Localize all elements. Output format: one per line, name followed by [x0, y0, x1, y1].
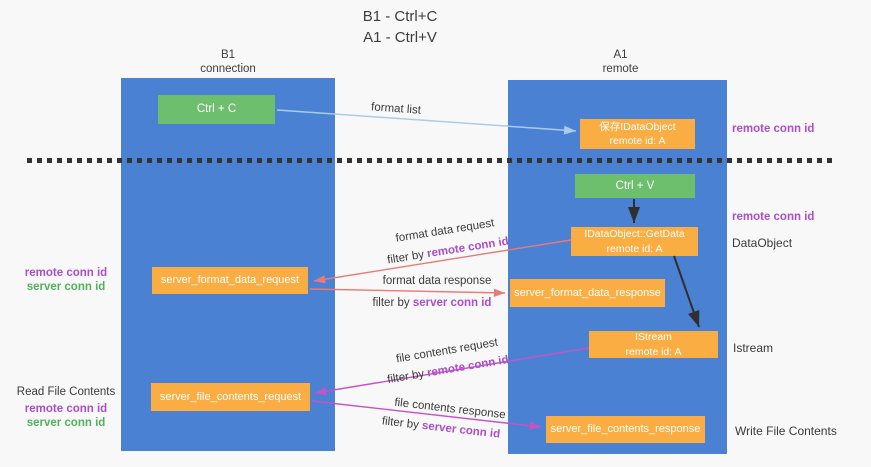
node-server-file-contents-response-label: server_file_contents_response — [550, 423, 701, 436]
label-filter-by-text: filter by — [386, 367, 429, 387]
node-ctrl-v-label: Ctrl + V — [615, 179, 655, 192]
lane-header-a1: A1 remote — [511, 48, 730, 77]
label-format-list: format list — [370, 101, 422, 117]
label-format-data-response-filter: filter by server conn id — [373, 297, 492, 309]
right-label-write-file-contents: Write File Contents — [735, 424, 837, 438]
left-label-server-conn-id: server conn id — [26, 281, 106, 293]
node-server-format-data-response-label: server_format_data_response — [514, 286, 661, 299]
right-label-istream: Istream — [733, 341, 774, 355]
node-server-format-data-response: server_format_data_response — [510, 279, 665, 307]
lane-b1-name: B1 — [220, 49, 236, 61]
label-server-conn-id: server conn id — [412, 297, 492, 309]
left-label-server-conn-id: server conn id — [26, 417, 106, 429]
right-label-remote-conn-id-mid: remote conn id — [732, 211, 815, 223]
label-format-data-response: format data response — [382, 275, 492, 287]
left-label-remote-conn-id: remote conn id — [24, 267, 108, 279]
node-ctrl-c-label: Ctrl + C — [196, 103, 237, 116]
node-server-format-data-request: server_format_data_request — [152, 267, 308, 294]
node-idataobject-getdata-line1: IDataObject::GetData — [584, 228, 685, 241]
node-istream-line1: IStream — [635, 331, 672, 344]
node-istream-line2: remote id: A — [625, 345, 682, 358]
left-label-block-format: remote conn id server conn id — [10, 266, 122, 294]
label-filter-by-text: filter by — [386, 248, 429, 267]
diagram-title: B1 - Ctrl+C A1 - Ctrl+V — [300, 6, 500, 48]
left-label-remote-conn-id: remote conn id — [24, 403, 108, 415]
node-save-idataobject: 保存IDataObject remote id: A — [580, 119, 695, 149]
clipboard-boundary-dashed-line — [27, 158, 833, 163]
node-istream: IStream remote id: A — [589, 331, 718, 358]
node-server-file-contents-request-label: server_file_contents_request — [159, 390, 302, 403]
left-label-read-file-contents: Read File Contents — [16, 386, 116, 398]
node-save-idataobject-line1: 保存IDataObject — [599, 120, 676, 133]
lane-a1-name: A1 — [613, 49, 628, 61]
node-ctrl-c: Ctrl + C — [158, 95, 275, 124]
node-server-file-contents-response: server_file_contents_response — [546, 416, 705, 443]
node-server-file-contents-request: server_file_contents_request — [151, 383, 310, 411]
node-ctrl-v: Ctrl + V — [575, 174, 695, 198]
left-label-block-file: Read File Contents remote conn id server… — [10, 385, 122, 430]
label-server-conn-id: server conn id — [421, 419, 501, 441]
label-filter-by-text: filter by — [381, 415, 423, 432]
title-line-1: B1 - Ctrl+C — [362, 8, 438, 25]
title-line-2: A1 - Ctrl+V — [363, 29, 437, 46]
lane-header-b1: B1 connection — [121, 48, 335, 77]
label-file-contents-response-filter: filter by server conn id — [381, 415, 500, 440]
right-label-remote-conn-id-top: remote conn id — [732, 123, 815, 135]
lane-b1-subtitle: connection — [200, 63, 256, 76]
node-idataobject-getdata-line2: remote id: A — [606, 242, 663, 255]
node-save-idataobject-line2: remote id: A — [609, 135, 666, 147]
arrow-format-data-response — [309, 288, 506, 297]
node-idataobject-getdata: IDataObject::GetData remote id: A — [571, 227, 698, 256]
label-remote-conn-id: remote conn id — [426, 235, 510, 261]
right-label-dataobject: DataObject — [732, 236, 793, 250]
label-filter-by-text: filter by — [372, 297, 413, 309]
node-server-format-data-request-label: server_format_data_request — [160, 274, 300, 287]
lane-a1-subtitle: remote — [602, 63, 639, 76]
